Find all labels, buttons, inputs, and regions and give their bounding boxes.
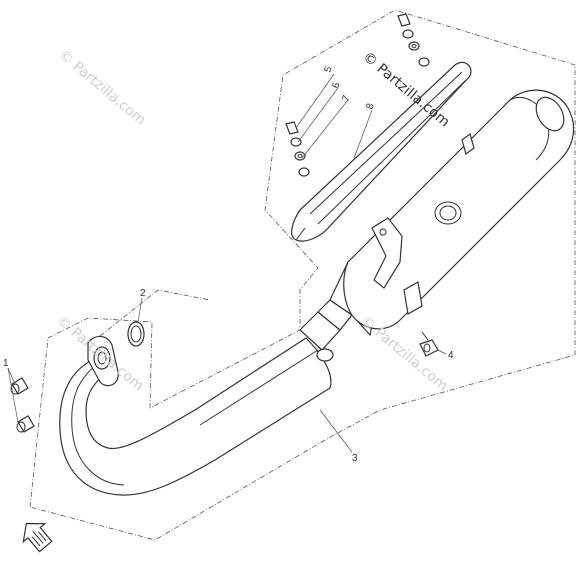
callout-4: 4 [448, 350, 454, 361]
callout-1: 1 [3, 358, 9, 369]
exhaust-pipe [59, 335, 332, 496]
muffler-nut [419, 331, 439, 357]
muffler [343, 89, 575, 330]
callout-5: 5 [322, 65, 334, 74]
callout-3: 3 [352, 453, 358, 464]
front-arrow-icon [22, 522, 53, 553]
shield-fasteners-bottom [285, 121, 310, 177]
heat-shield [291, 61, 472, 242]
assembly-outline [29, 9, 576, 541]
callout-2: 2 [140, 288, 146, 299]
leader-lines [7, 73, 447, 453]
shield-fasteners-top [397, 13, 430, 67]
watermark-top-left: © Partzilla.com [55, 47, 148, 129]
callout-7: 7 [340, 94, 352, 103]
callout-6: 6 [330, 81, 342, 90]
watermark-bottom-right: © Partzilla.com [357, 313, 450, 395]
stud-bolts [10, 377, 35, 433]
callout-8: 8 [364, 102, 376, 111]
gasket [127, 321, 145, 347]
